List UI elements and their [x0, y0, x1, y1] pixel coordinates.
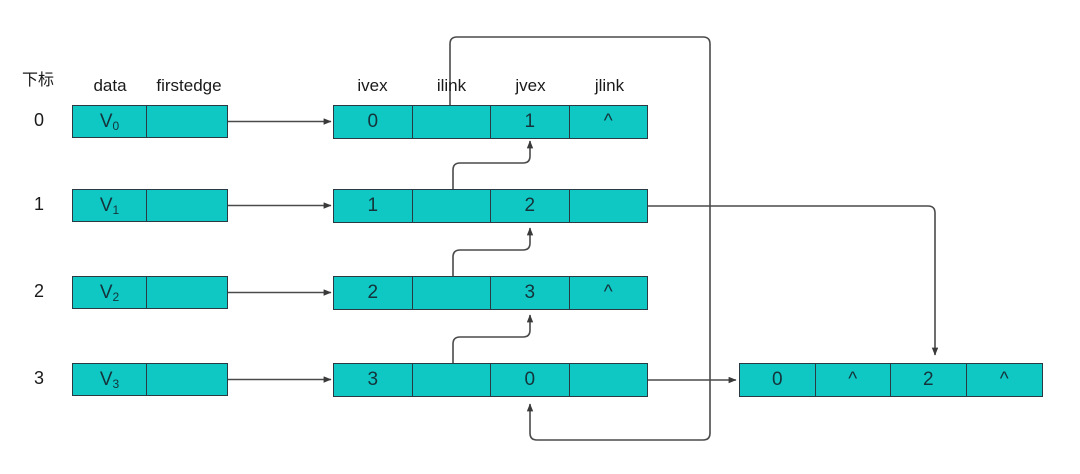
column-header-jvex: jvex [515, 76, 546, 95]
edge-node-0[interactable]: 0 1 ^ [333, 105, 648, 139]
edge-ivex-cell-0: 0 [334, 106, 413, 138]
column-header-firstedge: firstedge [156, 76, 222, 95]
column-header-jlink: jlink [594, 76, 625, 95]
column-header-data: data [93, 76, 127, 95]
edge-node-2[interactable]: 2 3 ^ [333, 276, 648, 310]
edge-ilink-cell-1 [412, 190, 491, 222]
row-index-2: 2 [33, 281, 44, 301]
edge-node-1[interactable]: 1 2 [333, 189, 648, 223]
edge-extra-jlink-cell: ^ [966, 364, 1042, 396]
column-header-ivex: ivex [357, 76, 388, 95]
edge-ivex-cell-3: 3 [334, 364, 413, 396]
vertex-data-label-1: V [99, 194, 113, 216]
row-index-1: 1 [33, 194, 44, 214]
row-index-0: 0 [33, 110, 44, 130]
edge-jlink-cell-1 [569, 190, 647, 222]
column-header-ilink: ilink [436, 76, 467, 95]
vertex-data-sub-3: 3 [112, 376, 120, 391]
index-column-header: 下标 [22, 72, 55, 89]
edge-jvex-cell-1: 2 [491, 190, 570, 222]
vertex-data-label-0: V [99, 110, 113, 132]
vertex-data-sub-0: 0 [112, 118, 120, 133]
edge-extra-ivex-cell: 0 [740, 364, 816, 396]
edge-jlink-cell-3 [569, 364, 647, 396]
edge-jlink-cell-2: ^ [569, 277, 647, 309]
ilink-pointers [452, 140, 534, 363]
vertex-firstedge-cell-2 [147, 277, 227, 308]
edge-node-extra[interactable]: 0 ^ 2 ^ [739, 363, 1043, 397]
edge-jvex-cell-3: 0 [491, 364, 570, 396]
edge-extra-jvex-cell: 2 [891, 364, 967, 396]
edge-ilink-cell-2 [412, 277, 491, 309]
row-index-3: 3 [33, 368, 44, 388]
vertex-data-label-2: V [99, 281, 113, 303]
firstedge-pointers [228, 118, 332, 383]
edge-jvex-cell-0: 1 [491, 106, 570, 138]
vertex-data-sub-1: 1 [112, 202, 120, 217]
vertex-data-label-3: V [99, 368, 113, 390]
edge-ilink-cell-0 [412, 106, 491, 138]
vertex-firstedge-cell-3 [147, 364, 227, 395]
vertex-firstedge-cell-1 [147, 190, 227, 221]
vertex-firstedge-cell-0 [147, 106, 227, 137]
edge-extra-ilink-cell: ^ [815, 364, 891, 396]
edge-node-3[interactable]: 3 0 [333, 363, 648, 397]
edge-jvex-cell-2: 3 [491, 277, 570, 309]
vertex-data-sub-2: 2 [112, 289, 120, 304]
jlink-pointer-row1-to-extra [648, 205, 939, 356]
edge-jlink-cell-0: ^ [569, 106, 647, 138]
edge-ivex-cell-1: 1 [334, 190, 413, 222]
edge-ivex-cell-2: 2 [334, 277, 413, 309]
edge-ilink-cell-3 [412, 364, 491, 396]
